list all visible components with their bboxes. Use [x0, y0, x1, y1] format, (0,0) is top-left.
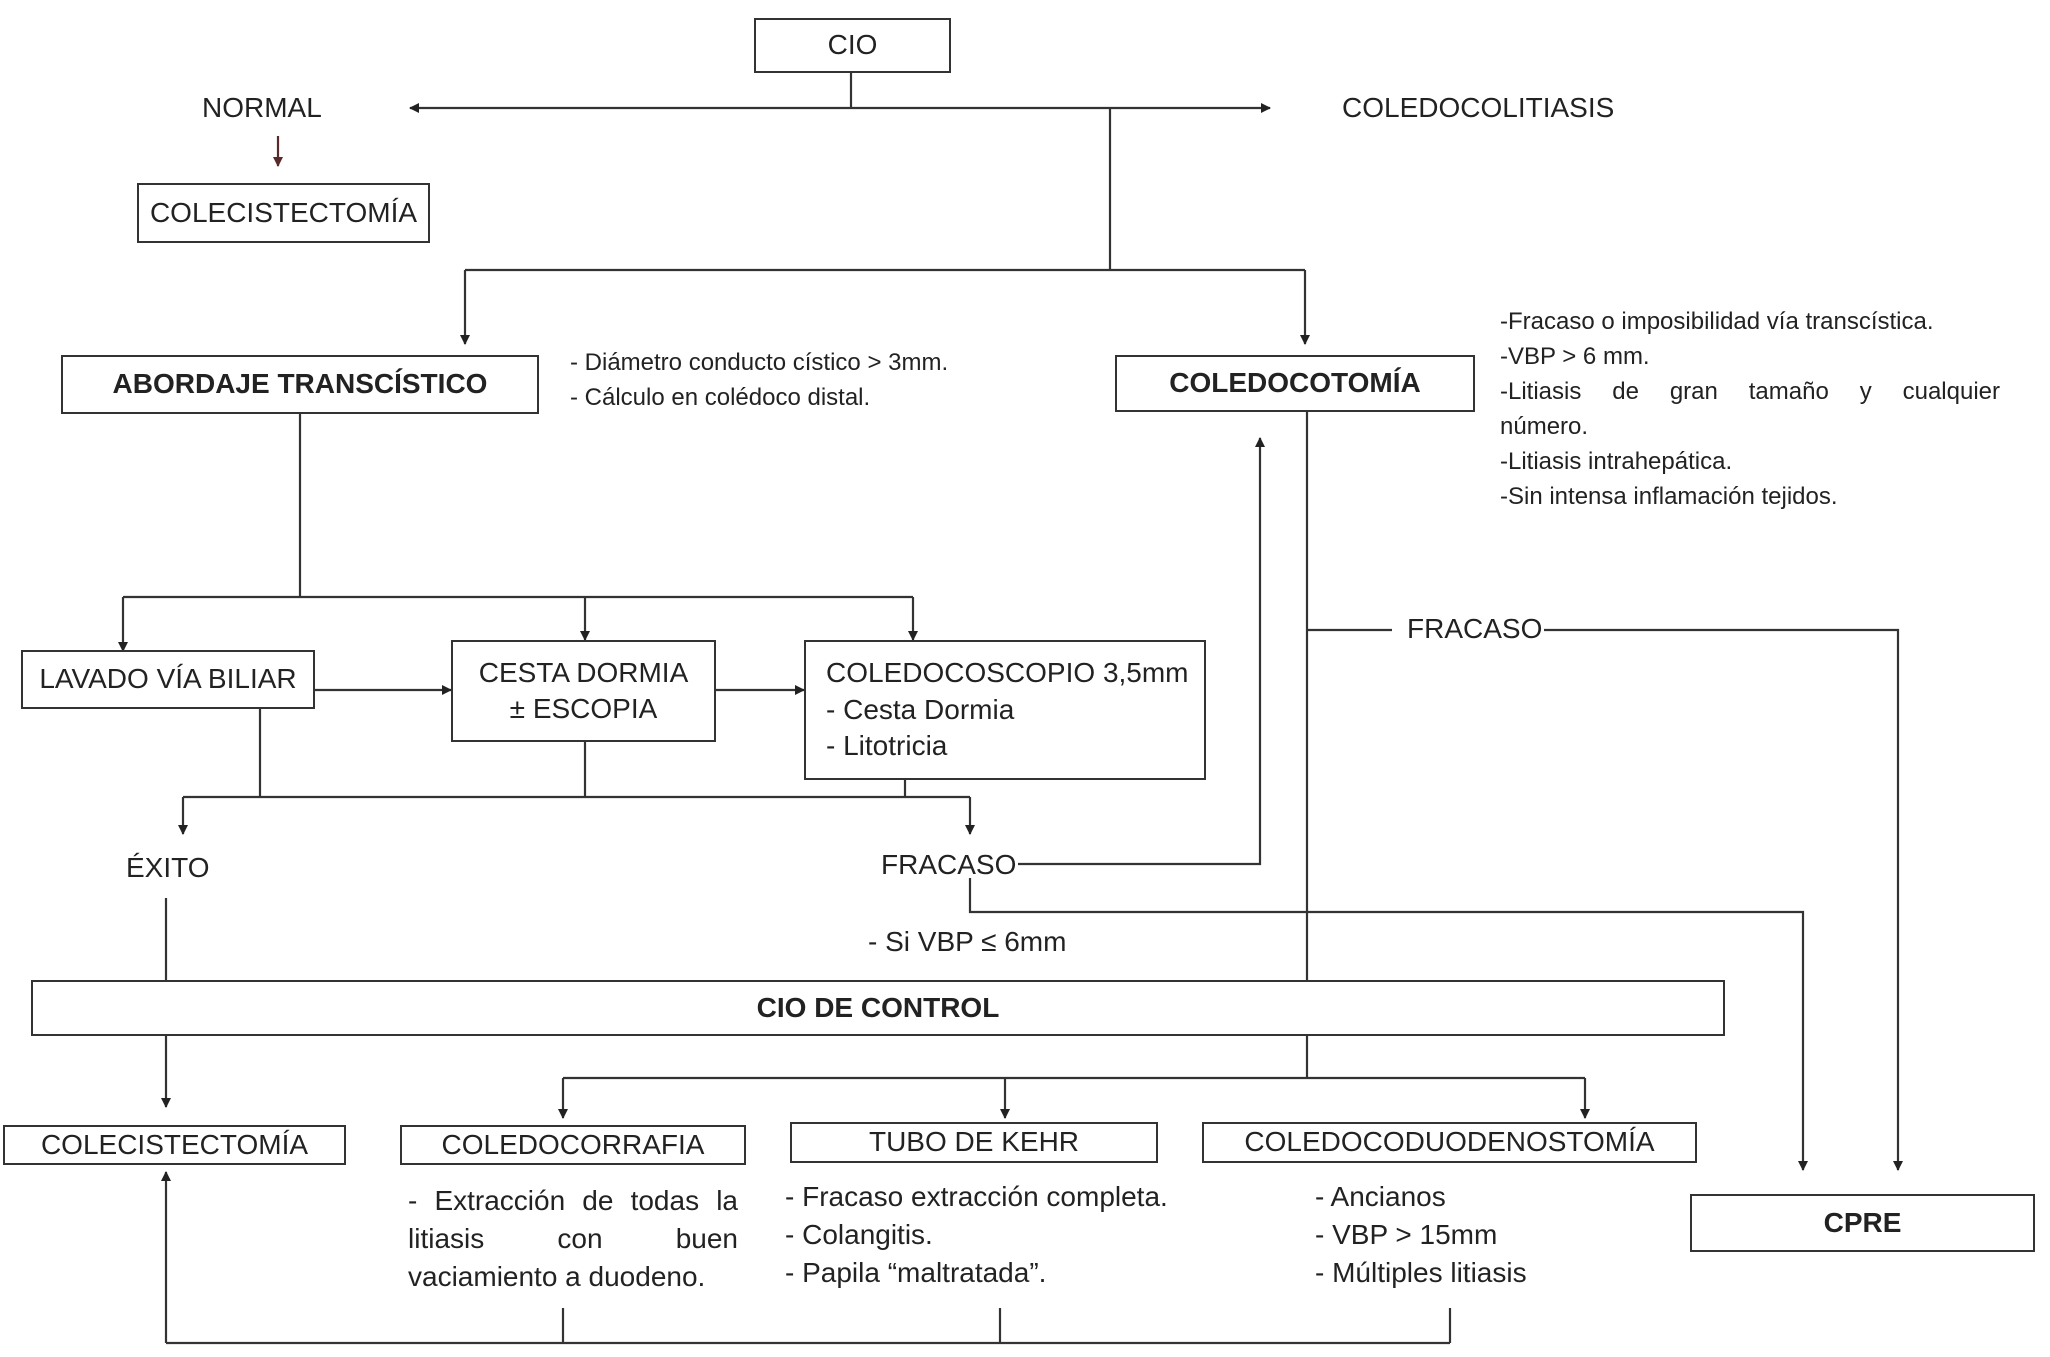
coledocoscopio-title: COLEDOCOSCOPIO 3,5mm — [826, 657, 1189, 689]
coledocoscopio-item: - Cesta Dormia — [826, 693, 1015, 725]
cesta-dormia-box: CESTA DORMIA ± ESCOPIA — [451, 640, 716, 742]
note-line: - Ancianos — [1315, 1181, 1446, 1212]
note-line: -Sin intensa inflamación tejidos. — [1500, 483, 1838, 510]
note-line: vaciamiento a duodeno. — [408, 1261, 706, 1292]
lavado-via-biliar-label: LAVADO VÍA BILIAR — [39, 663, 297, 695]
coledocolitiasis-label: COLEDOCOLITIASIS — [1342, 92, 1615, 123]
note-line: -Fracaso o imposibilidad vía transcístic… — [1500, 308, 1934, 335]
fracaso-left-label: FRACASO — [881, 849, 1017, 880]
coledocoscopio-box: COLEDOCOSCOPIO 3,5mm - Cesta Dormia - Li… — [804, 640, 1206, 780]
cio-box: CIO — [754, 18, 951, 73]
coledocoscopio-item: - Litotricia — [826, 730, 948, 762]
note-line: litiasis con buen — [408, 1223, 738, 1254]
fracaso-right-label: FRACASO — [1407, 613, 1543, 644]
coledocorrafia-box: COLEDOCORRAFIA — [400, 1125, 746, 1165]
abordaje-transcistico-label: ABORDAJE TRANSCÍSTICO — [112, 368, 488, 400]
cio-de-control-label: CIO DE CONTROL — [756, 991, 1000, 1023]
note-line: - Múltiples litiasis — [1315, 1257, 1527, 1288]
note-line: - Extracción de todas la — [408, 1185, 738, 1216]
coledocoduodenostomia-note: - Ancianos - VBP > 15mm - Múltiples liti… — [1315, 1178, 1527, 1292]
note-line: - Papila “maltratada”. — [785, 1257, 1047, 1288]
colecistectomia-top-box: COLECISTECTOMÍA — [137, 183, 430, 243]
abordaje-transcistico-box: ABORDAJE TRANSCÍSTICO — [61, 355, 539, 414]
note-line: -Litiasis de gran tamaño y cualquier — [1500, 378, 2000, 405]
cpre-box: CPRE — [1690, 1194, 2035, 1252]
coledocoduodenostomia-box: COLEDOCODUODENOSTOMÍA — [1202, 1122, 1697, 1163]
note-line: - Cálculo en colédoco distal. — [570, 384, 871, 411]
note-line: - Diámetro conducto cístico > 3mm. — [570, 349, 949, 376]
tubo-de-kehr-box: TUBO DE KEHR — [790, 1122, 1158, 1163]
cio-de-control-box: CIO DE CONTROL — [31, 980, 1725, 1036]
colecistectomia-top-label: COLECISTECTOMÍA — [149, 196, 418, 228]
tubo-de-kehr-label: TUBO DE KEHR — [868, 1126, 1080, 1158]
colecistectomia-bottom-box: COLECISTECTOMÍA — [3, 1125, 346, 1165]
coledocorrafia-label: COLEDOCORRAFIA — [441, 1128, 705, 1160]
note-line: - Colangitis. — [785, 1219, 933, 1250]
abordaje-criteria-note: - Diámetro conducto cístico > 3mm. - Cál… — [570, 345, 948, 415]
cpre-label: CPRE — [1823, 1206, 1902, 1238]
note-line: - VBP > 15mm — [1315, 1219, 1498, 1250]
exito-label: ÉXITO — [126, 852, 210, 883]
coledocorrafia-note: - Extracción de todas la litiasis con bu… — [408, 1182, 738, 1296]
note-line: - Fracaso extracción completa. — [785, 1181, 1168, 1212]
tubo-de-kehr-note: - Fracaso extracción completa. - Colangi… — [785, 1178, 1168, 1292]
coledocotomia-criteria-note: -Fracaso o imposibilidad vía transcístic… — [1500, 304, 2000, 514]
coledocotomia-label: COLEDOCOTOMÍA — [1169, 367, 1421, 399]
normal-label: NORMAL — [202, 92, 322, 123]
note-line: -VBP > 6 mm. — [1500, 343, 1650, 370]
cio-label: CIO — [827, 29, 878, 61]
note-line: -Litiasis intrahepática. — [1500, 448, 1733, 475]
lavado-via-biliar-box: LAVADO VÍA BILIAR — [21, 650, 315, 709]
coledocotomia-box: COLEDOCOTOMÍA — [1115, 355, 1475, 412]
coledocoduodenostomia-label: COLEDOCODUODENOSTOMÍA — [1244, 1126, 1655, 1158]
note-line: número. — [1500, 413, 1589, 440]
colecistectomia-bottom-label: COLECISTECTOMÍA — [40, 1128, 309, 1160]
cesta-dormia-line1: CESTA DORMIA — [478, 656, 689, 688]
si-vbp-note: - Si VBP ≤ 6mm — [868, 926, 1067, 957]
cesta-dormia-line2: ± ESCOPIA — [509, 693, 658, 724]
